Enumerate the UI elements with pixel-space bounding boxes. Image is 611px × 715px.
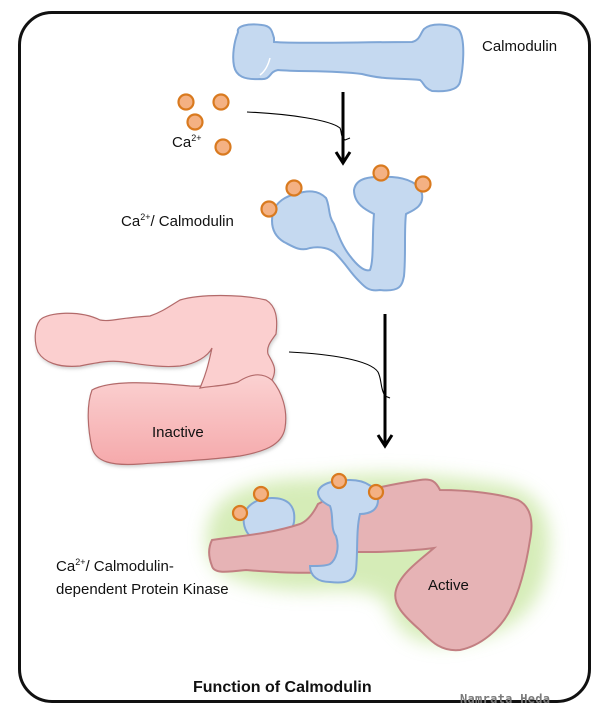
inactive-kinase-upper-domain — [34, 294, 278, 389]
label-inactive: Inactive — [152, 424, 204, 441]
arrow-kinase-activation — [288, 314, 394, 449]
diagram-title: Function of Calmodulin — [193, 679, 372, 696]
active-bound-calcium-ions — [231, 472, 385, 522]
calcium-symbol: Ca — [56, 558, 76, 575]
label-active: Active — [428, 577, 469, 594]
calcium-charge: 2+ — [75, 557, 86, 567]
inactive-kinase — [34, 294, 287, 466]
active-complex — [206, 472, 550, 652]
calcium-charge: 2+ — [191, 133, 202, 143]
arrow-calcium-binding — [246, 92, 352, 166]
label-kinase-line1: Ca2+/ Calmodulin- — [56, 558, 174, 576]
calcium-ion — [414, 175, 432, 193]
calcium-ion — [372, 164, 390, 182]
label-kinase-line1-text: / Calmodulin- — [85, 558, 174, 575]
label-kinase-line2: dependent Protein Kinase — [56, 581, 229, 598]
calcium-ion — [285, 179, 303, 197]
calcium-ion — [186, 113, 204, 131]
calcium-symbol: Ca — [172, 134, 192, 151]
calcium-ion — [177, 93, 195, 111]
inactive-kinase-lower-domain — [87, 370, 287, 466]
highlight-stroke — [259, 57, 271, 76]
calcium-symbol: Ca — [121, 213, 141, 230]
label-ca-calmodulin: Ca2+/ Calmodulin — [121, 213, 234, 231]
calcium-ion — [214, 138, 232, 156]
label-calcium: Ca2+ — [172, 134, 201, 152]
label-ca-calmodulin-text: / Calmodulin — [150, 213, 234, 230]
free-calcium-ions — [177, 93, 232, 156]
calcium-ion — [330, 472, 348, 490]
calcium-ion — [212, 93, 230, 111]
calcium-ion — [260, 200, 278, 218]
bound-calcium-ions — [260, 164, 432, 218]
label-calmodulin: Calmodulin — [482, 38, 558, 55]
calcium-charge: 2+ — [140, 212, 151, 222]
calcium-ion — [231, 504, 249, 522]
calmodulin-unbound — [232, 23, 465, 93]
calmodulin-calcium-bound — [271, 175, 424, 292]
calcium-ion — [367, 483, 385, 501]
author-signature: Namrata Heda — [460, 692, 551, 706]
calcium-ion — [252, 485, 270, 503]
